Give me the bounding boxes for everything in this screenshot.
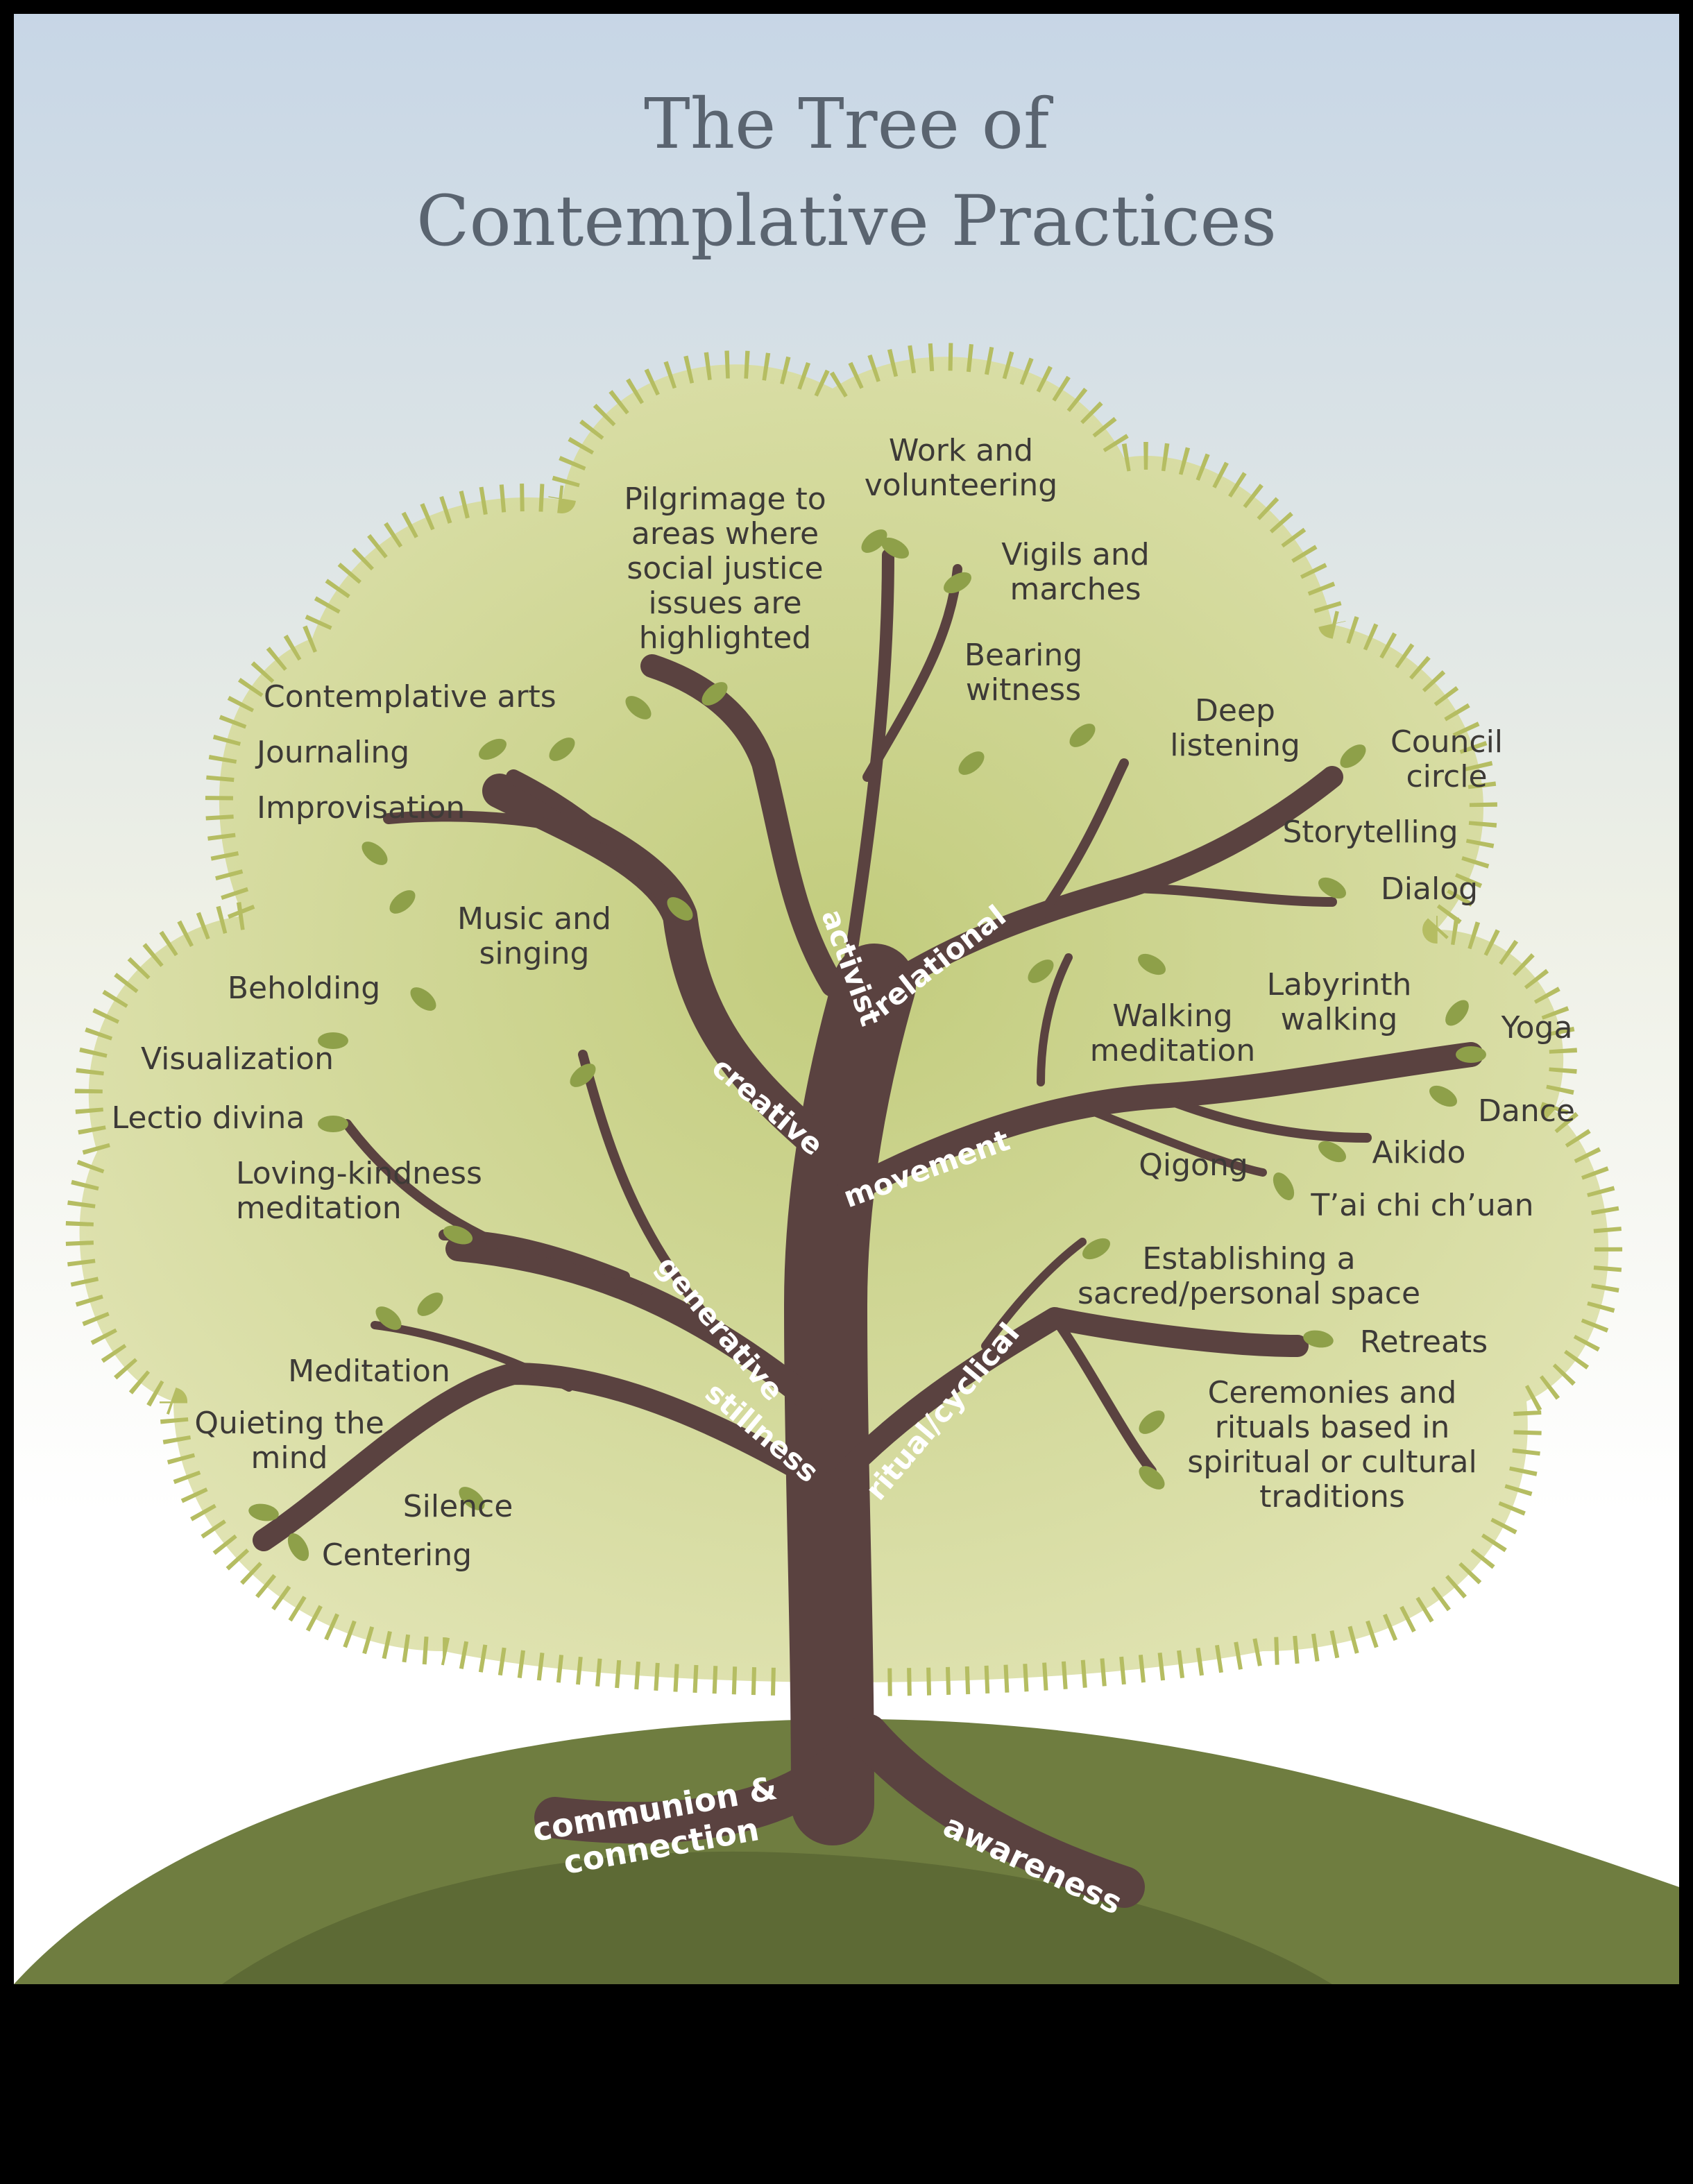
label-qigong: Qigong: [1139, 1148, 1248, 1183]
label-aikido: Aikido: [1372, 1135, 1466, 1170]
label-beholding: Beholding: [227, 971, 381, 1006]
label-yoga: Yoga: [1501, 1010, 1573, 1046]
label-retreats: Retreats: [1359, 1324, 1488, 1360]
label-lectio: Lectio divina: [111, 1100, 305, 1136]
label-meditation: Meditation: [288, 1354, 450, 1389]
label-pilgrimage: Pilgrimage to areas where social justice…: [624, 481, 826, 656]
label-improvisation: Improvisation: [257, 790, 466, 826]
label-establishing: Establishing a sacred/personal space: [1077, 1241, 1421, 1311]
label-bearing: Bearing witness: [964, 638, 1083, 708]
label-dialog: Dialog: [1380, 871, 1479, 907]
leaves: [248, 529, 1486, 1561]
label-vigils: Vigils and marches: [1001, 537, 1150, 607]
label-dance: Dance: [1478, 1093, 1575, 1129]
label-ceremonies: Ceremonies and rituals based in spiritua…: [1187, 1375, 1477, 1515]
label-taichi: T’ai chi ch’uan: [1311, 1188, 1534, 1223]
label-contemplative-arts: Contemplative arts: [264, 679, 556, 715]
label-council: Council circle: [1390, 724, 1504, 794]
label-labyrinth: Labyrinth walking: [1266, 967, 1412, 1037]
tree-illustration: [14, 14, 1679, 1984]
page-subtitle: Contemplative Practices: [416, 180, 1277, 262]
label-visualization: Visualization: [141, 1041, 334, 1077]
label-deep-listening: Deep listening: [1170, 693, 1300, 763]
label-centering: Centering: [321, 1537, 473, 1573]
label-silence: Silence: [402, 1489, 513, 1524]
label-loving-kindness: Loving-kindness meditation: [236, 1156, 482, 1226]
label-walking-meditation: Walking meditation: [1089, 998, 1256, 1068]
hill-shade: [222, 1851, 1332, 1984]
label-storytelling: Storytelling: [1282, 814, 1458, 850]
label-work: Work and volunteering: [864, 433, 1058, 503]
label-quieting: Quieting the mind: [194, 1406, 384, 1476]
page-title: The Tree of: [644, 83, 1049, 164]
label-music: Music and singing: [457, 901, 611, 971]
label-journaling: Journaling: [257, 735, 410, 770]
tree-trunk-branches: [253, 549, 1483, 1908]
illustration: The Tree of Contemplative Practices acti…: [14, 14, 1679, 1984]
